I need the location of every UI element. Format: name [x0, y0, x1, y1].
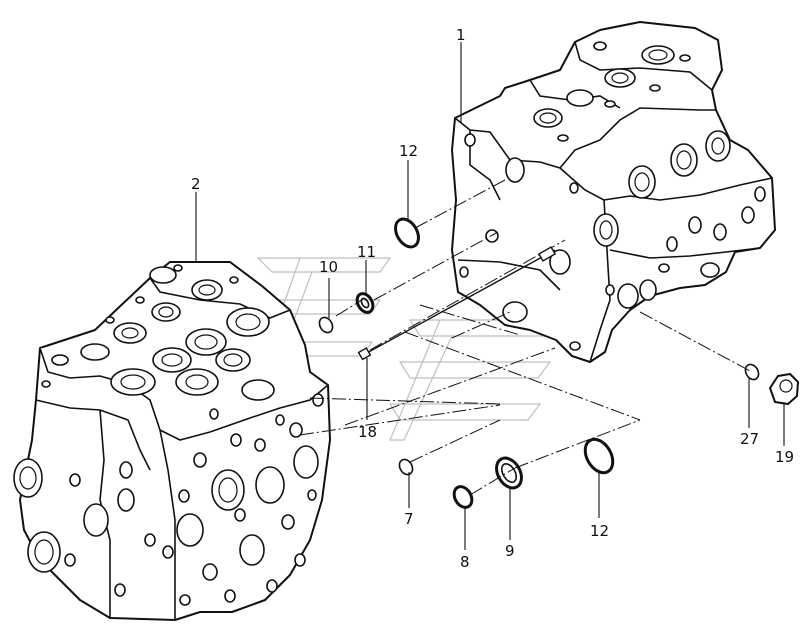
callout-7: 7 — [404, 510, 414, 528]
valve-body-2 — [13, 261, 331, 621]
callout-19: 19 — [775, 448, 794, 466]
oring-7 — [398, 458, 414, 476]
pin-18 — [357, 246, 557, 361]
callout-labels: 1 2 12 11 10 18 7 8 9 12 27 19 — [191, 26, 794, 571]
valve-body-1 — [451, 21, 776, 363]
callout-8: 8 — [460, 553, 470, 571]
oring-12-lower — [583, 437, 615, 475]
oring-10 — [318, 316, 334, 334]
callout-12-upper: 12 — [399, 142, 418, 160]
oring-8 — [452, 485, 474, 509]
callout-9: 9 — [505, 542, 515, 560]
leader-lines — [195, 42, 785, 550]
callout-18: 18 — [358, 423, 377, 441]
callout-12-lower: 12 — [590, 522, 609, 540]
backup-ring-9 — [495, 456, 523, 490]
callout-27: 27 — [740, 430, 759, 448]
callout-10: 10 — [319, 258, 338, 276]
backup-ring-11 — [355, 292, 375, 314]
oring-12-upper — [394, 217, 420, 249]
assembly-lines — [299, 179, 753, 496]
oring-27 — [744, 363, 760, 381]
callout-1: 1 — [456, 26, 466, 44]
callout-11: 11 — [357, 243, 376, 261]
callout-2: 2 — [191, 175, 201, 193]
plug-19 — [769, 373, 799, 405]
